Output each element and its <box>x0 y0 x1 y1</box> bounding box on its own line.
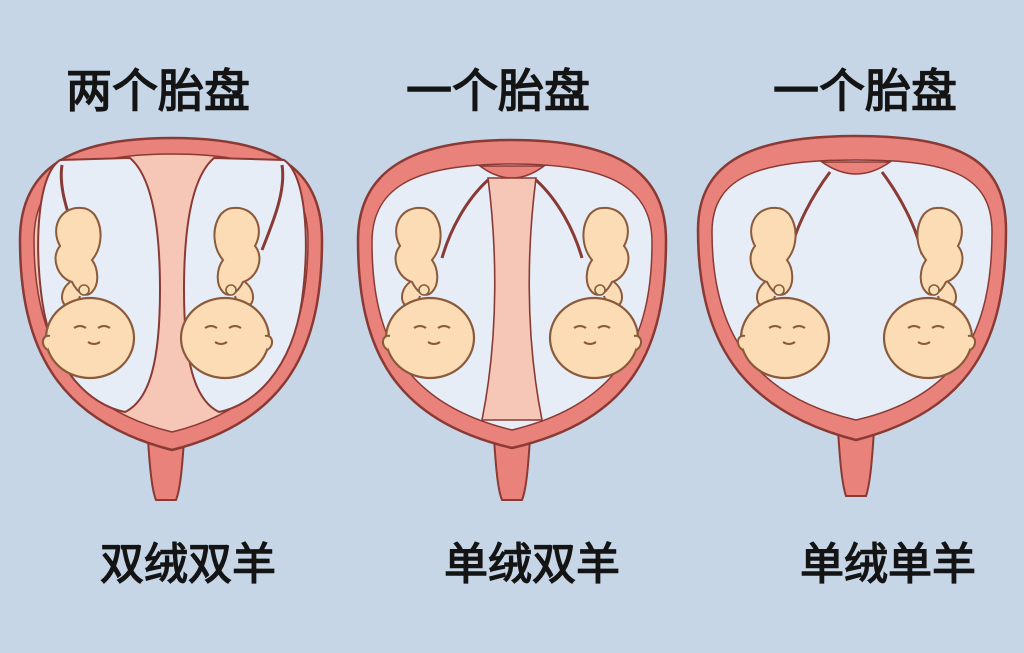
twin-type-label-1: 双绒双羊 <box>68 528 308 592</box>
panel-dichorionic-diamniotic <box>20 138 322 500</box>
placenta-count-label-1: 两个胎盘 <box>38 55 278 121</box>
placenta-count-label-2: 一个胎盘 <box>378 55 618 121</box>
panel-monochorionic-diamniotic <box>358 140 666 500</box>
panel-monochorionic-monoamniotic <box>698 136 1006 496</box>
placenta-count-label-3: 一个胎盘 <box>745 55 985 121</box>
twin-type-label-2: 单绒双羊 <box>412 528 652 592</box>
twin-type-label-3: 单绒单羊 <box>768 528 1008 592</box>
